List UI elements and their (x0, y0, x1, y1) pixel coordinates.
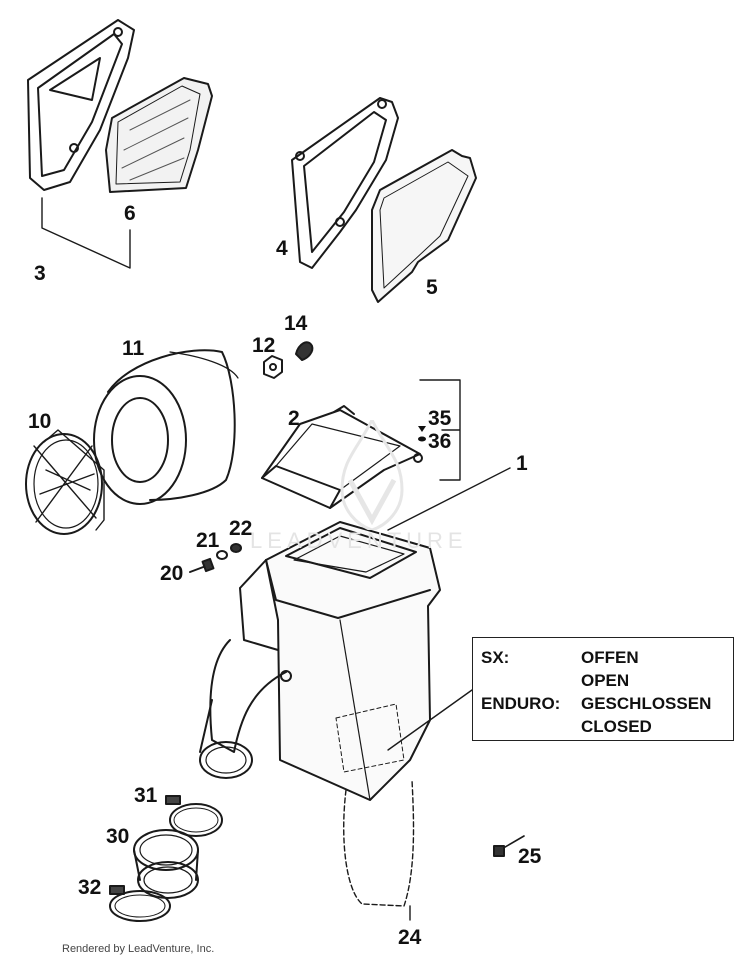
leader-legend (387, 689, 473, 751)
intake-tube (199, 699, 253, 779)
footer-credit: Rendered by LeadVenture, Inc. (62, 943, 215, 955)
callout-31: 31 (134, 784, 158, 807)
part-12-nut (263, 355, 283, 379)
callout-12: 12 (252, 334, 276, 357)
watermark-text: LEADVENTURE (250, 528, 468, 553)
legend-sx-key: SX: (481, 648, 510, 667)
part-5-gasket (371, 149, 477, 303)
part-30-intake-boot (133, 829, 199, 899)
legend-box: SX: OFFEN OPEN ENDURO: GESCHLOSSEN CLOSE… (472, 637, 734, 741)
leader-2-35-36 (419, 379, 461, 481)
callout-35: 35 (428, 407, 452, 430)
part-25-rivet (493, 835, 525, 857)
callout-2: 2 (288, 407, 300, 430)
part-21-washer (216, 550, 228, 560)
callout-24: 24 (398, 926, 422, 949)
legend-sx-value-en: OPEN (581, 671, 630, 690)
part-11-air-filter (93, 349, 239, 505)
callout-20: 20 (160, 562, 184, 585)
legend-enduro-key: ENDURO: (481, 694, 561, 713)
callout-1: 1 (516, 452, 528, 475)
part-20-screw (189, 557, 215, 573)
part-24-drain-tube (343, 779, 415, 921)
legend-enduro-value-en: CLOSED (581, 717, 652, 736)
part-6-filter-element (105, 77, 213, 193)
leader-3-6 (41, 197, 131, 269)
callout-36: 36 (428, 430, 452, 453)
part-32-hose-clamp (109, 885, 171, 922)
callout-4: 4 (276, 237, 288, 260)
callout-22: 22 (229, 517, 253, 540)
part-2-intake-cover (261, 405, 423, 509)
part-14-clip (295, 341, 314, 361)
part-4-cover-frame (291, 97, 399, 269)
part-1-air-box (209, 521, 441, 801)
callout-32: 32 (78, 876, 102, 899)
callout-21: 21 (196, 529, 220, 552)
callout-25: 25 (518, 845, 542, 868)
callout-3: 3 (34, 262, 46, 285)
callout-10: 10 (28, 410, 52, 433)
legend-enduro-value-de: GESCHLOSSEN (581, 694, 712, 713)
part-3-filter-cover (27, 19, 135, 191)
callout-6: 6 (124, 202, 136, 225)
part-10-filter-cage (25, 429, 105, 535)
callout-14: 14 (284, 312, 308, 335)
part-31-hose-clamp (165, 795, 223, 837)
part-36-washer (418, 436, 426, 442)
callout-11: 11 (122, 337, 145, 360)
callout-30: 30 (106, 825, 130, 848)
legend-sx-value-de: OFFEN (581, 648, 639, 667)
watermark-logo (340, 420, 404, 530)
part-22-nut (230, 543, 242, 553)
callout-5: 5 (426, 276, 438, 299)
part-35-screw (418, 426, 426, 432)
leader-1 (387, 467, 511, 531)
